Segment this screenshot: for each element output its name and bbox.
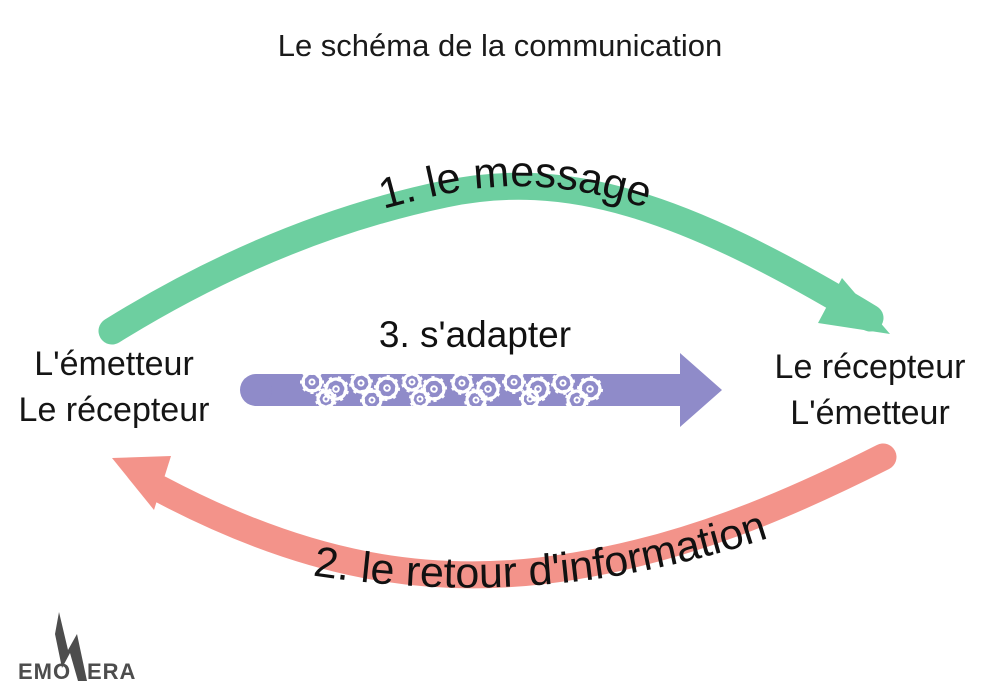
gear-hub (430, 385, 438, 393)
gear-tooth (468, 405, 474, 412)
gear-hub (559, 379, 567, 387)
gear-hub (308, 378, 316, 386)
gear-hub (416, 395, 424, 403)
gear-hub (458, 379, 466, 387)
gear-hub (322, 395, 330, 403)
gear-ring (410, 389, 430, 409)
logo-text-left: EMO (18, 659, 71, 684)
gear-hub (408, 378, 416, 386)
feedback-label-path: 2. le retour d'information (311, 502, 772, 598)
gear-hub (332, 385, 340, 393)
left-node-line-1: L'émetteur (34, 345, 194, 383)
message-label-path: 1. le message (374, 148, 658, 219)
feedback-label: 2. le retour d'information (311, 502, 772, 598)
gear-icon (576, 375, 604, 403)
logo-text-right: ERA (87, 659, 136, 684)
emovera-logo: EMO ERA (18, 612, 136, 684)
gear-tooth (476, 406, 481, 413)
gear-tooth (571, 406, 577, 412)
right-node: Le récepteur L'émetteur (775, 348, 966, 432)
gear-ring (526, 377, 550, 401)
diagram-title: Le schéma de la communication (278, 28, 723, 63)
gear-hub (484, 385, 492, 393)
right-node-line-2: L'émetteur (790, 394, 950, 432)
gear-tooth (370, 406, 375, 413)
message-label: 1. le message (374, 148, 658, 219)
lightning-v-icon (55, 612, 87, 681)
gear-hub (534, 385, 542, 393)
message-arrow-head (818, 278, 890, 334)
adapt-arrow-shape (256, 353, 722, 427)
gear-icon (518, 387, 542, 411)
gear-hub (586, 385, 594, 393)
adapt-arrow (240, 353, 722, 427)
message-arrow-shaft (98, 172, 884, 345)
gear-hub (526, 395, 534, 403)
gear-tooth (578, 405, 584, 412)
gear-hub (357, 379, 365, 387)
gear-hub (383, 384, 391, 392)
feedback-arrow-shaft (146, 443, 897, 589)
gear-icon (315, 388, 337, 410)
gear-ring (451, 372, 473, 394)
gear-ring (503, 371, 525, 393)
gear-hub (472, 396, 480, 404)
adapt-arrow-cap (240, 374, 272, 406)
gear-hub (510, 378, 518, 386)
right-node-line-1: Le récepteur (775, 348, 966, 386)
message-arrow (98, 172, 890, 345)
gear-hub (368, 396, 376, 404)
left-node: L'émetteur Le récepteur (19, 345, 210, 429)
gear-icon (525, 376, 551, 402)
gear-ring (578, 377, 602, 401)
feedback-arrow (112, 443, 897, 589)
adapt-label: 3. s'adapter (379, 314, 571, 355)
gear-ring (422, 377, 446, 401)
gear-icon (501, 369, 527, 395)
gear-ring (552, 372, 574, 394)
gear-hub (573, 396, 581, 404)
feedback-arrow-head (112, 456, 171, 510)
left-node-line-2: Le récepteur (19, 391, 210, 429)
gear-ring (350, 372, 372, 394)
